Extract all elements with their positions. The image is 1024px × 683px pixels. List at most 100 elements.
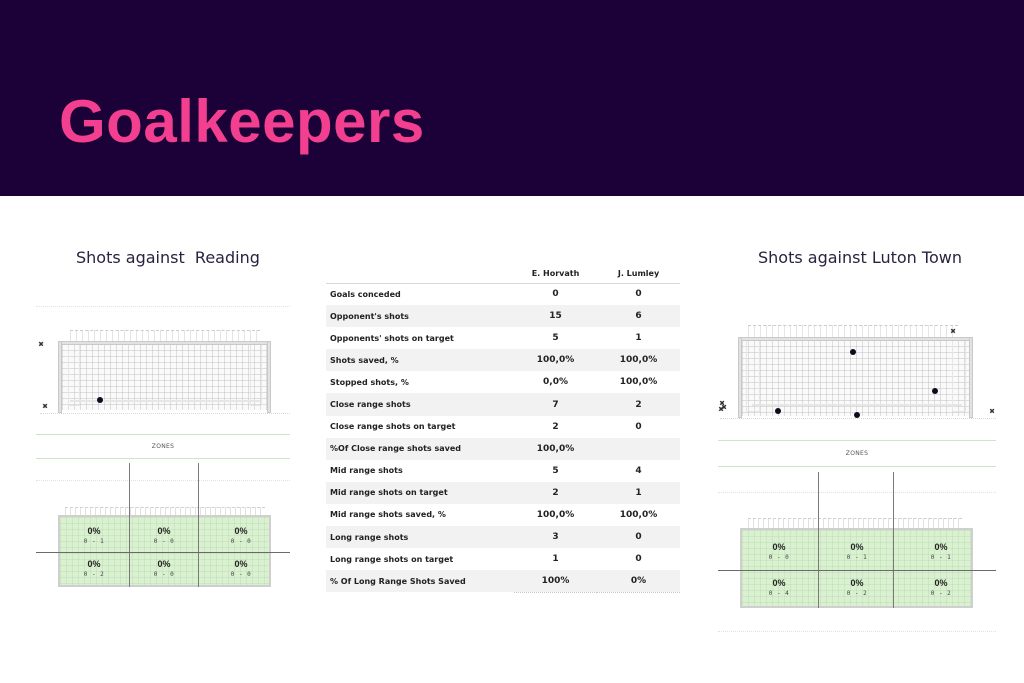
zone-saves-goals: 0 - 4	[768, 590, 790, 597]
goal-side-net	[952, 340, 966, 412]
lumley-value: 6	[635, 311, 642, 322]
zone-cell: 0% 0 - 2	[69, 559, 119, 579]
shot-off-target-x-icon: ✖	[718, 405, 724, 414]
goal-line	[40, 413, 290, 414]
zone-cell: 0%0 - 0	[216, 559, 266, 579]
metric-label: Shots saved, %	[330, 355, 399, 365]
zone-divider-horizontal	[718, 570, 996, 571]
shot-on-target-dot-icon	[775, 408, 781, 414]
zone-save-percent: 0%	[772, 578, 786, 588]
table-row: Mid range shots saved, %100,0%100,0%	[326, 504, 680, 526]
lumley-value: 100,0%	[619, 509, 658, 520]
zone-cell: 0%0 - 1	[832, 542, 882, 562]
horvath-value: 100,0%	[536, 509, 575, 520]
zone-save-percent: 0%	[772, 542, 786, 552]
shot-off-target-x-icon: ✖	[38, 340, 44, 349]
metric-label: Goals conceded	[330, 289, 401, 299]
goal-side-net	[68, 344, 80, 406]
horvath-value: 3	[552, 532, 559, 543]
zone-divider-vertical	[198, 463, 199, 587]
metric-label: Opponent's shots	[330, 311, 409, 321]
zone-cell: 0%0 - 0	[216, 526, 266, 546]
metric-label: Close range shots	[330, 400, 411, 410]
zone-cell: 0%0 - 2	[832, 578, 882, 598]
horvath-value: 100,0%	[536, 443, 575, 454]
zone-saves-goals: 0 - 0	[768, 554, 790, 561]
zone-cell: 0% 0 - 2	[916, 578, 966, 598]
page-title: Goalkeepers	[59, 88, 425, 155]
zone-roof-net	[65, 507, 265, 517]
goal-roof-net	[70, 330, 260, 342]
zone-saves-goals: 0 - 0	[230, 571, 252, 578]
metric-label: Opponents' shots on target	[330, 333, 454, 343]
metric-label: Close range shots on target	[330, 422, 456, 432]
shot-off-target-x-icon: ✖	[989, 407, 995, 416]
table-header-row: E. Horvath J. Lumley	[326, 265, 680, 283]
shot-on-target-dot-icon	[850, 349, 856, 355]
zone-saves-goals: 0 - 1	[846, 554, 868, 561]
zone-saves-goals: 0 - 0	[153, 571, 175, 578]
zone-save-percent: 0%	[934, 542, 948, 552]
goal-back-line	[70, 400, 260, 402]
shot-off-target-x-icon: ✖	[721, 403, 727, 412]
table-row: Shots saved, %100,0%100,0%	[326, 349, 680, 372]
zone-save-percent: 0%	[87, 526, 101, 536]
goal-crossbar	[58, 341, 271, 345]
zone-divider-vertical	[893, 472, 894, 608]
lumley-value: 4	[635, 465, 642, 476]
zone-save-percent: 0%	[934, 578, 948, 588]
zone-roof-net	[748, 518, 962, 529]
left-zones-bar: ZONES	[36, 434, 290, 459]
zone-goal-box	[58, 515, 271, 587]
metric-label: Mid range shots	[330, 466, 403, 476]
lumley-value: 100,0%	[619, 355, 658, 366]
goal-crossbar	[738, 337, 973, 341]
divider	[718, 631, 996, 632]
lumley-value: 0	[635, 532, 642, 543]
table-row: Goals conceded 0 0	[326, 283, 680, 305]
zone-saves-goals: 0 - 2	[83, 571, 105, 578]
zones-label: ZONES	[151, 443, 175, 450]
zone-saves-goals: 0 - 2	[846, 590, 868, 597]
zone-saves-goals: 0 - 2	[930, 590, 952, 597]
goal-net	[62, 344, 268, 410]
goal-right-post	[969, 337, 973, 418]
lumley-value: 0	[635, 289, 642, 300]
left-panel-title: Shots against Reading	[76, 248, 260, 267]
lumley-value: 1	[635, 487, 642, 498]
lumley-value: 1	[635, 333, 642, 344]
header-banner: Goalkeepers	[0, 0, 1024, 196]
divider	[36, 480, 290, 481]
divider	[36, 306, 290, 307]
horvath-value: 0	[552, 289, 559, 300]
goal-right-post	[267, 341, 271, 413]
shot-off-target-x-icon: ✖	[719, 399, 725, 408]
zone-saves-goals: 0 - 0	[153, 538, 175, 545]
metric-label: Long range shots on target	[330, 554, 454, 564]
zone-cell: 0% 0 - 0	[139, 559, 189, 579]
metric-label: Mid range shots on target	[330, 488, 448, 498]
zone-save-percent: 0%	[87, 559, 101, 569]
zone-cell: 0%0 - 0	[139, 526, 189, 546]
horvath-value: 2	[552, 421, 559, 432]
goal-roof-net	[748, 325, 958, 337]
shot-on-target-dot-icon	[97, 397, 103, 403]
goal-back-line	[752, 404, 962, 406]
goal-left-post	[738, 337, 742, 418]
shot-off-target-x-icon: ✖	[42, 402, 48, 411]
lumley-value: 0	[635, 421, 642, 432]
zone-save-percent: 0%	[157, 559, 171, 569]
right-zones-bar: ZONES	[718, 440, 996, 467]
table-row: Close range shots on target 2 0	[326, 416, 680, 438]
metric-label: % Of Long Range Shots Saved	[330, 576, 466, 586]
horvath-value: 1	[552, 554, 559, 565]
